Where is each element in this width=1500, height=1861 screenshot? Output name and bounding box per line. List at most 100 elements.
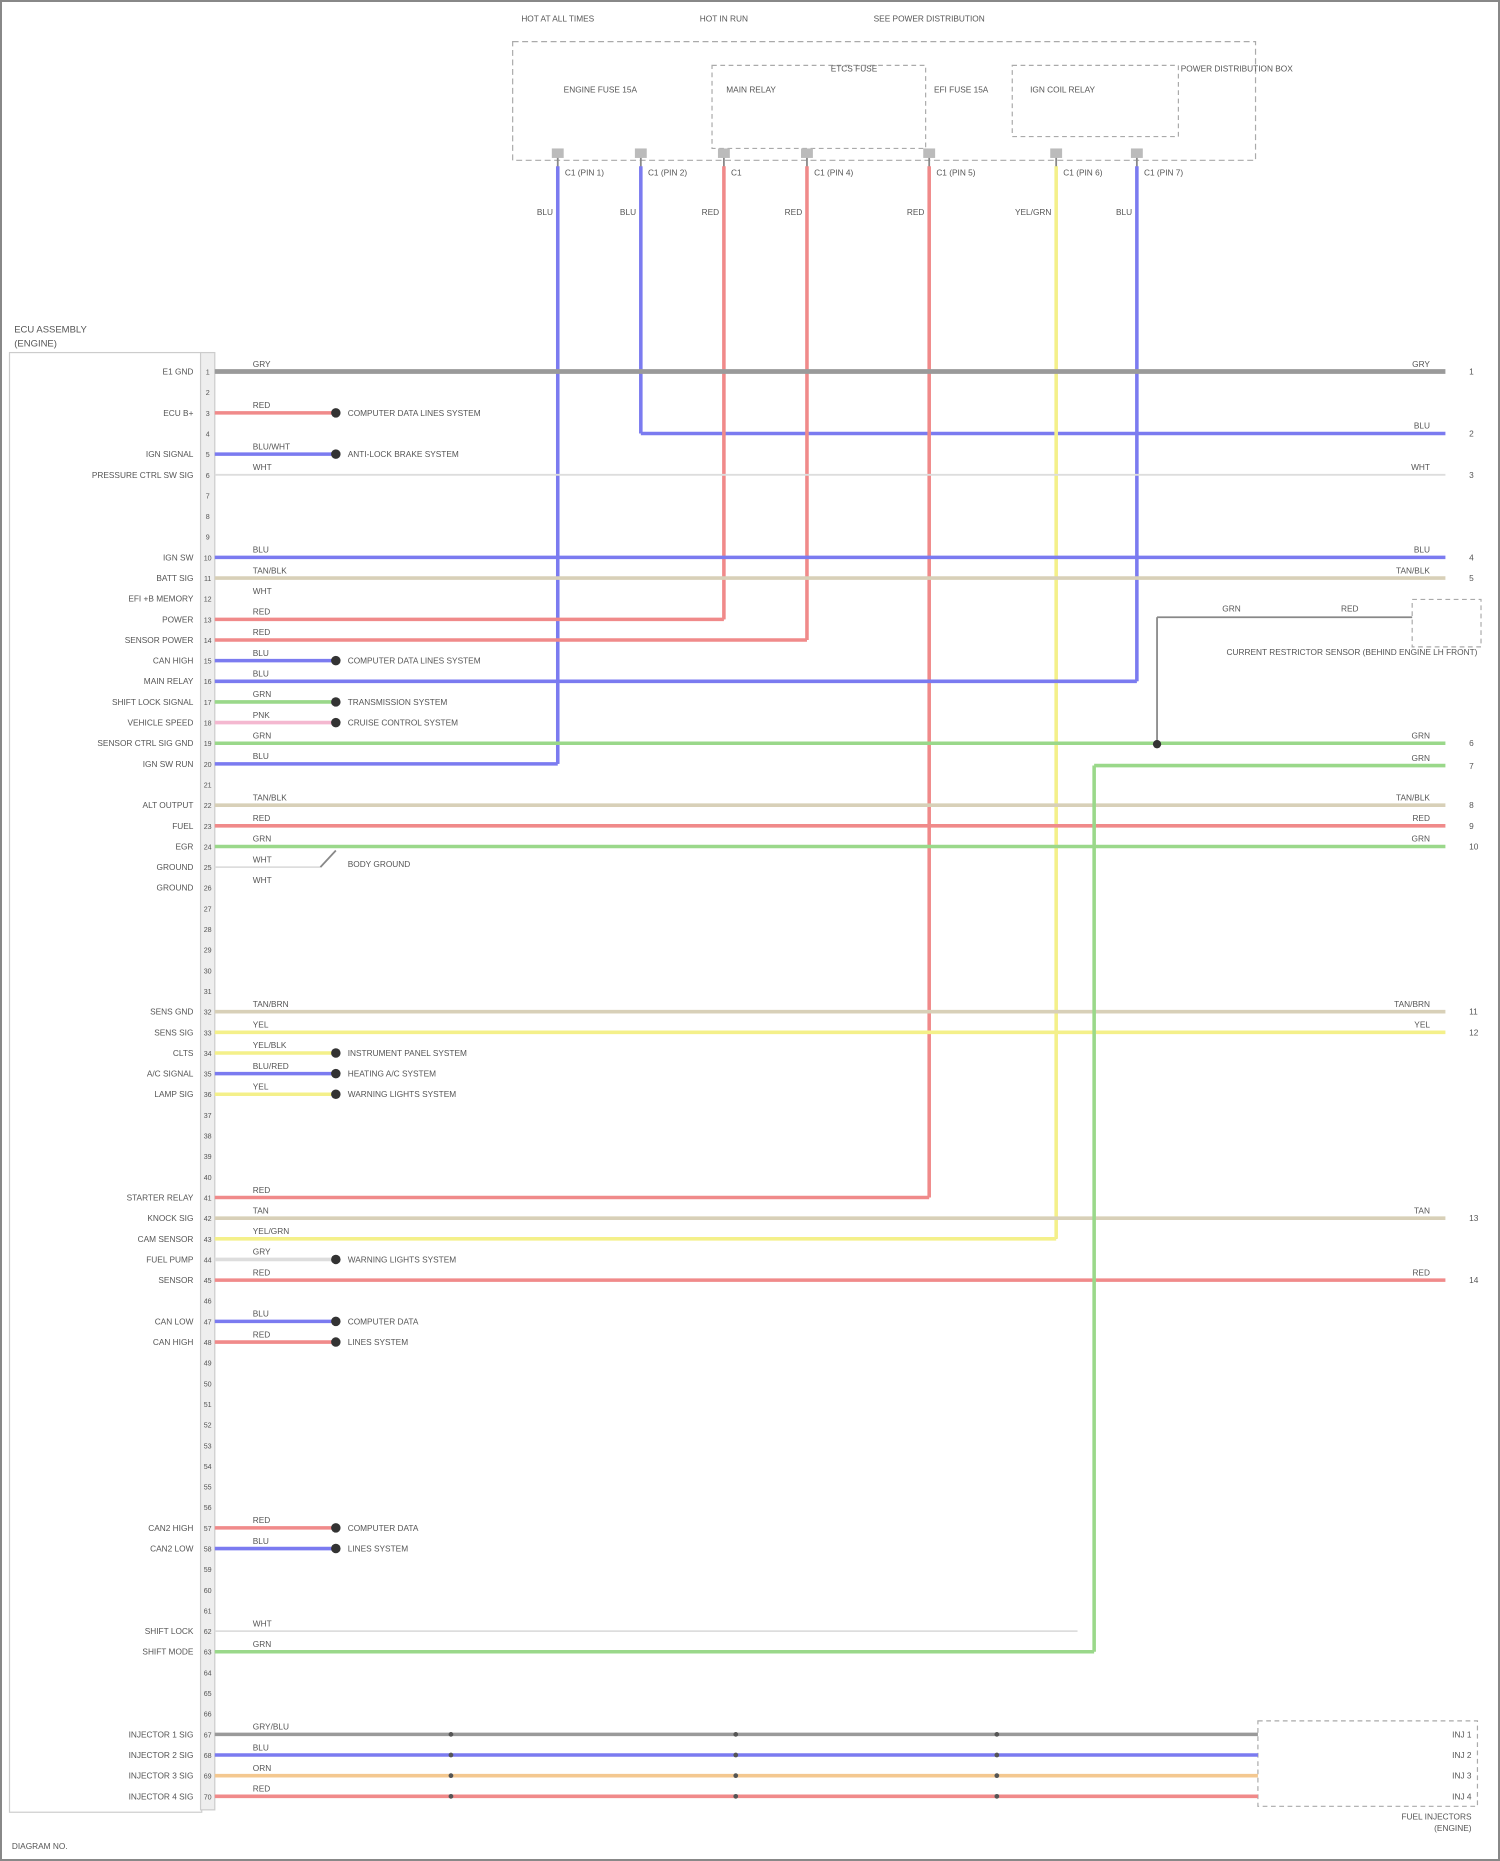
injector-label: INJ 3 [1452, 1771, 1472, 1781]
pin-label: GROUND [157, 883, 194, 893]
destination-label: TRANSMISSION SYSTEM [348, 697, 448, 707]
wire-color-label-right: BLU [1414, 421, 1430, 431]
pin-label: IGN SW RUN [143, 759, 194, 769]
pin-number: 54 [204, 1463, 212, 1471]
destination-label: LINES SYSTEM [348, 1337, 408, 1347]
connector-label: C1 (PIN 5) [936, 168, 975, 178]
pin-number: 65 [204, 1690, 212, 1698]
splice-dot [331, 449, 340, 458]
pin-number: 60 [204, 1587, 212, 1595]
destination-label: COMPUTER DATA [348, 1316, 419, 1326]
pin-label: CLTS [173, 1048, 194, 1058]
pin-label: INJECTOR 4 SIG [129, 1791, 194, 1801]
wire-color-label-right: GRN [1412, 753, 1430, 763]
pin-number: 6 [206, 472, 210, 480]
comp-label: ENGINE FUSE 15A [564, 85, 638, 95]
pin-number: 9 [206, 534, 210, 542]
connector-pin-right: 8 [1469, 800, 1474, 810]
pin-label: FUEL PUMP [146, 1254, 194, 1264]
destination-label: INSTRUMENT PANEL SYSTEM [348, 1048, 467, 1058]
wire-color-label: WHT [253, 875, 272, 885]
pin-label: INJECTOR 1 SIG [129, 1729, 194, 1739]
connector-pin-right: 6 [1469, 738, 1474, 748]
pin-number: 10 [204, 554, 212, 562]
wire-color-label: BLU [253, 1742, 269, 1752]
pin-number: 35 [204, 1071, 212, 1079]
inline-connector [449, 1794, 454, 1799]
top-source-2: HOT IN RUN [700, 13, 748, 23]
connector-label: C1 [731, 168, 742, 178]
pin-label: MAIN RELAY [144, 676, 194, 686]
pin-number: 34 [204, 1050, 212, 1058]
wire-color-label: RED [785, 207, 803, 217]
wire-color-label: BLU/WHT [253, 441, 290, 451]
module-title: ECU ASSEMBLY [14, 324, 87, 335]
wire-color-label-right: GRN [1412, 834, 1430, 844]
pin-number: 38 [204, 1133, 212, 1141]
destination-label: BODY GROUND [348, 859, 411, 869]
bottom-component-box [1258, 1721, 1478, 1806]
right-component-box [1412, 599, 1481, 646]
wire-color-label: BLU [253, 1536, 269, 1546]
pin-label: PRESSURE CTRL SW SIG [92, 470, 194, 480]
pin-label: ALT OUTPUT [143, 800, 194, 810]
pin-number: 16 [204, 678, 212, 686]
wire-color-label: GRN [253, 1639, 271, 1649]
splice-dot [331, 1048, 340, 1057]
wire-color-label: BLU [253, 648, 269, 658]
ground-wire [320, 851, 335, 868]
pin-number: 46 [204, 1298, 212, 1306]
connector-pin-right: 13 [1469, 1213, 1479, 1223]
inline-connector [994, 1753, 999, 1758]
right-wire-a: GRN [1222, 603, 1240, 613]
pin-number: 50 [204, 1380, 212, 1388]
pin-number: 52 [204, 1422, 212, 1430]
injector-label: INJ 2 [1452, 1750, 1472, 1760]
wire-color-label: YEL [253, 1082, 269, 1092]
pin-number: 32 [204, 1009, 212, 1017]
connector-terminal [718, 148, 730, 157]
pin-number: 41 [204, 1194, 212, 1202]
pin-label: SENS GND [150, 1007, 193, 1017]
pin-label: STARTER RELAY [127, 1192, 194, 1202]
wire-color-label: GRY [253, 359, 271, 369]
splice-dot [331, 656, 340, 665]
pin-label: IGN SW [163, 552, 194, 562]
splice-dot [331, 718, 340, 727]
pin-number: 61 [204, 1607, 212, 1615]
pin-number: 36 [204, 1091, 212, 1099]
pin-label: SENSOR [158, 1275, 193, 1285]
pin-number: 59 [204, 1566, 212, 1574]
splice-dot [1153, 740, 1161, 748]
wire-color-label: GRY [253, 1247, 271, 1257]
inline-connector [449, 1732, 454, 1737]
destination-label: LINES SYSTEM [348, 1544, 408, 1554]
pin-number: 42 [204, 1215, 212, 1223]
inline-connector [994, 1732, 999, 1737]
comp-label: EFI FUSE 15A [934, 85, 989, 95]
wire-color-label: RED [253, 400, 271, 410]
wire-color-label: RED [702, 207, 720, 217]
pin-number: 40 [204, 1174, 212, 1182]
bottom-component-sub: (ENGINE) [1434, 1823, 1472, 1833]
wire-color-label: BLU [253, 669, 269, 679]
wire-color-label: RED [253, 1784, 271, 1794]
comp-label: MAIN RELAY [726, 85, 776, 95]
connector-pin-right: 2 [1469, 428, 1474, 438]
wire-color-label: GRN [253, 689, 271, 699]
module-box [9, 353, 201, 1813]
connector-pin-right: 10 [1469, 841, 1479, 851]
pin-number: 49 [204, 1360, 212, 1368]
pin-label: LAMP SIG [154, 1089, 193, 1099]
connector-terminal [635, 148, 647, 157]
pin-number: 13 [204, 616, 212, 624]
destination-label: CRUISE CONTROL SYSTEM [348, 718, 458, 728]
pin-number: 2 [206, 389, 210, 397]
wire-color-label: GRN [253, 834, 271, 844]
pin-label: EGR [175, 841, 193, 851]
pin-label: SENSOR POWER [125, 635, 194, 645]
inline-connector [449, 1753, 454, 1758]
connector-terminal [1050, 148, 1062, 157]
splice-dot [331, 1523, 340, 1532]
connector-terminal [923, 148, 935, 157]
